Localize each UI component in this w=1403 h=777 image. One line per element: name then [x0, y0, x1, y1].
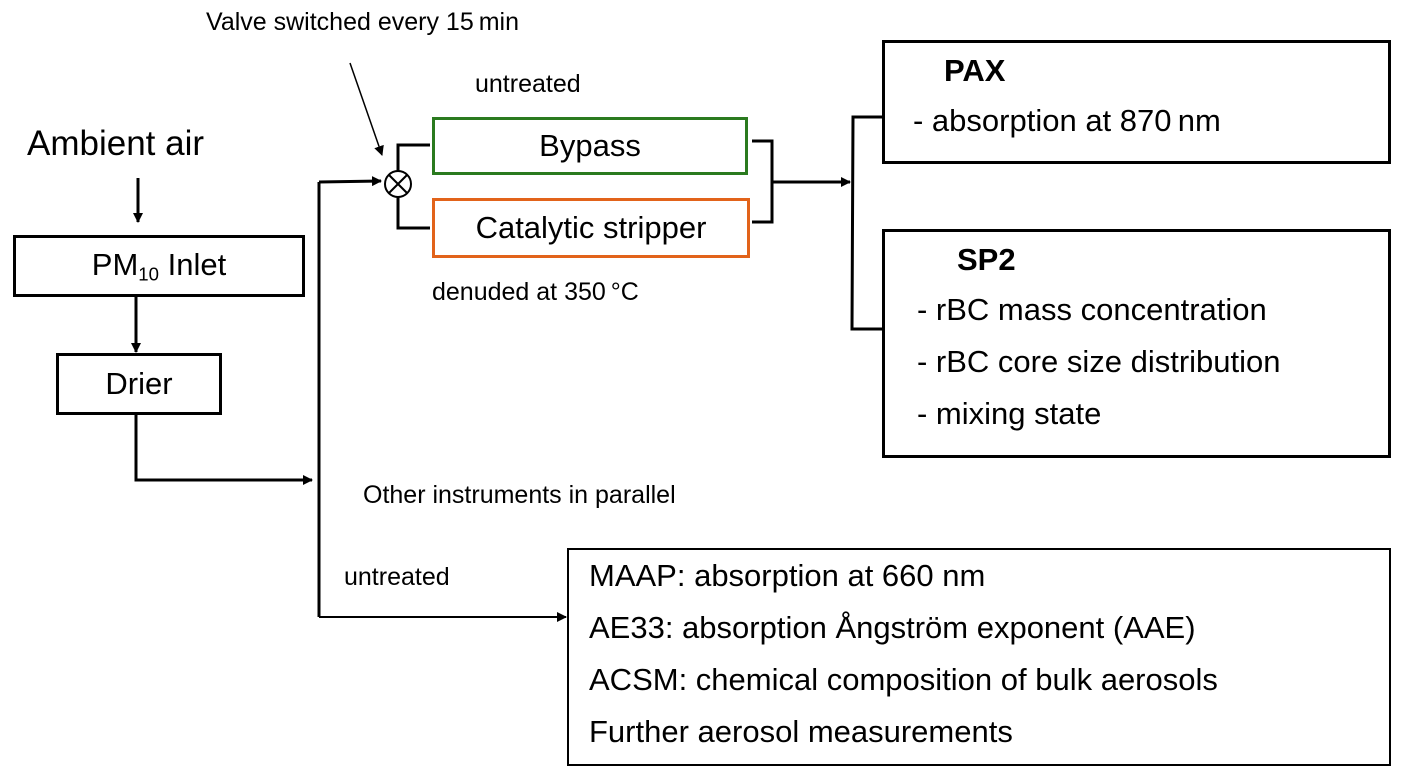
valve-icon	[384, 170, 412, 198]
drier-label: Drier	[105, 366, 173, 401]
ambient-air-label: Ambient air	[27, 124, 205, 163]
other-item: AE33: absorption Ångström exponent (AAE)	[589, 610, 1196, 645]
sp2-item: - mixing state	[917, 396, 1102, 431]
valve-to-bypass	[396, 143, 430, 171]
arrow-manifold-to-valve	[318, 176, 382, 187]
other-item: ACSM: chemical composition of bulk aeros…	[589, 662, 1218, 697]
pax-box: PAX - absorption at 870 nm	[882, 40, 1391, 164]
other-instruments-label: Other instruments in parallel	[363, 481, 676, 509]
valve-to-stripper	[396, 197, 430, 230]
drier-box: Drier	[56, 353, 222, 415]
valve-note: Valve switched every 15 min	[206, 8, 520, 36]
catalytic-stripper-label: Catalytic stripper	[475, 210, 707, 245]
sp2-item: - rBC core size distribution	[917, 344, 1281, 379]
pax-title: PAX	[944, 53, 1006, 88]
other-instruments-box: MAAP: absorption at 660 nm AE33: absorpt…	[567, 548, 1391, 766]
other-item: MAAP: absorption at 660 nm	[589, 558, 986, 593]
pm10-inlet-label: PM10 Inlet	[91, 246, 227, 285]
sp2-title: SP2	[957, 242, 1016, 277]
split-to-pax-sp2	[850, 115, 884, 331]
pax-item: - absorption at 870 nm	[913, 103, 1221, 138]
sp2-item: - rBC mass concentration	[917, 292, 1267, 327]
untreated-label-bottom: untreated	[344, 563, 450, 591]
bypass-label: Bypass	[539, 128, 641, 163]
other-item: Further aerosol measurements	[589, 714, 1013, 749]
catalytic-stripper-box: Catalytic stripper	[432, 198, 750, 258]
arrow-valve-note	[349, 62, 384, 156]
arrow-drier-to-manifold	[134, 414, 313, 485]
bypass-box: Bypass	[432, 117, 748, 175]
untreated-label-top: untreated	[475, 70, 581, 98]
sp2-box: SP2 - rBC mass concentration - rBC core …	[882, 229, 1391, 458]
pm10-inlet-box: PM10 Inlet	[13, 235, 305, 297]
merge-line	[752, 139, 774, 224]
denuded-label: denuded at 350 °C	[432, 278, 639, 306]
